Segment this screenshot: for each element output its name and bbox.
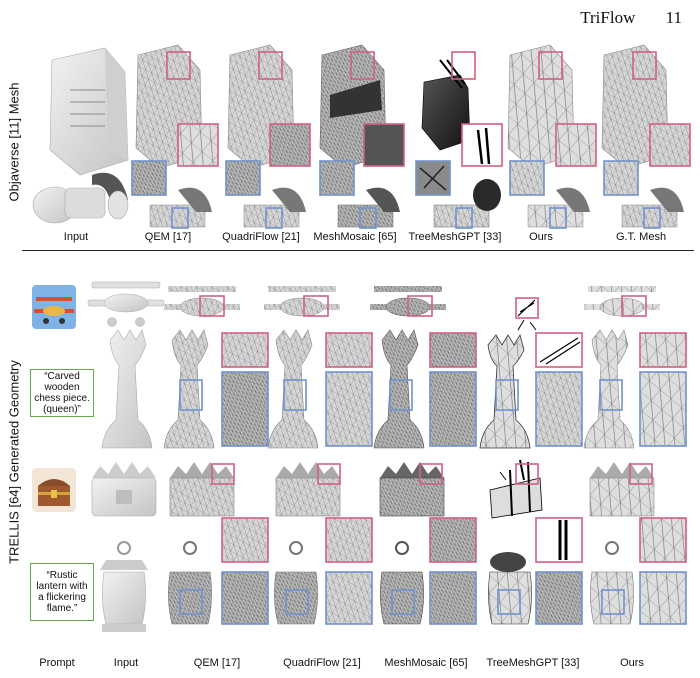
device-qem	[131, 160, 212, 229]
lantern-qem	[168, 541, 212, 625]
building-ours	[507, 44, 597, 169]
input-device-render	[32, 172, 129, 224]
input-biplane-render	[87, 281, 165, 327]
zoom-inset-biplane-ours	[639, 332, 687, 368]
page-header: TriFlow 11	[580, 8, 682, 28]
bottom-col-label-qem: QEM [17]	[193, 657, 241, 669]
building-treemeshgpt	[421, 51, 503, 167]
zoom-inset-biplane-qem	[221, 332, 269, 368]
top-col-label-treemeshgpt: TreeMeshGPT [33]	[408, 231, 502, 243]
lantern-meshmosaic	[380, 541, 424, 625]
building-quadriflow	[227, 44, 311, 169]
building-gt-mesh	[601, 44, 691, 169]
chest-qem	[169, 462, 235, 517]
bottom-col-label-prompt: Prompt	[39, 657, 75, 669]
biplane-thumbnail-icon	[32, 285, 76, 329]
lantern-quadriflow	[274, 541, 318, 625]
zoom-inset-lantern-qem	[221, 571, 269, 625]
lantern-treemeshgpt	[488, 552, 532, 625]
running-title: TriFlow	[580, 8, 636, 27]
zoom-inset-chest-meshmosaic	[429, 517, 477, 563]
device-treemeshgpt	[415, 160, 501, 229]
zoom-inset-chest-quadriflow	[325, 517, 373, 563]
device-ours	[509, 160, 590, 229]
zoom-inset-lantern-treemeshgpt	[535, 571, 583, 625]
chest-quadriflow	[275, 462, 341, 517]
zoom-inset-queen-treemeshgpt	[535, 371, 583, 447]
queen-quadriflow	[267, 329, 319, 449]
building-qem	[135, 44, 219, 169]
biplane-treemeshgpt	[515, 297, 539, 331]
zoom-inset-queen-ours	[639, 371, 687, 447]
zoom-inset-lantern-ours	[639, 571, 687, 625]
bottom-col-label-ours: Ours	[620, 657, 644, 669]
zoom-inset-queen-quadriflow	[325, 371, 373, 447]
top-col-label-qem: QEM [17]	[144, 231, 192, 243]
lantern-ours	[590, 541, 634, 625]
input-queen-render	[101, 329, 153, 449]
top-col-label-ours: Ours	[529, 231, 553, 243]
chest-meshmosaic	[379, 462, 445, 517]
bottom-col-label-meshmosaic: MeshMosaic [65]	[384, 657, 468, 669]
biplane-quadriflow	[264, 286, 340, 317]
input-lantern-render	[100, 541, 148, 632]
top-col-label-gt-mesh: G.T. Mesh	[615, 231, 667, 243]
top-col-label-quadriflow: QuadriFlow [21]	[222, 231, 300, 243]
device-gt-mesh	[603, 160, 684, 229]
bottom-col-label-input: Input	[113, 657, 139, 669]
input-building-render	[49, 47, 129, 176]
top-col-label-meshmosaic: MeshMosaic [65]	[313, 231, 397, 243]
building-meshmosaic	[319, 44, 405, 169]
input-chest-render	[91, 462, 157, 517]
zoom-inset-biplane-meshmosaic	[429, 332, 477, 368]
zoom-inset-lantern-quadriflow	[325, 571, 373, 625]
queen-qem	[163, 329, 215, 449]
zoom-inset-chest-ours	[639, 517, 687, 563]
queen-ours	[583, 329, 635, 449]
queen-meshmosaic	[373, 329, 425, 449]
biplane-qem	[164, 286, 240, 317]
section-divider	[22, 250, 694, 251]
zoom-inset-queen-meshmosaic	[429, 371, 477, 447]
treasure-chest-thumbnail-icon	[32, 468, 76, 512]
device-meshmosaic	[319, 160, 400, 229]
prompt-text-queen: “Carved wooden chess piece. (queen)”	[30, 369, 94, 417]
zoom-inset-biplane-quadriflow	[325, 332, 373, 368]
page-number: 11	[665, 8, 682, 27]
bottom-col-label-treemeshgpt: TreeMeshGPT [33]	[486, 657, 580, 669]
zoom-inset-queen-qem	[221, 371, 269, 447]
bottom-col-label-quadriflow: QuadriFlow [21]	[283, 657, 361, 669]
biplane-ours	[584, 286, 660, 317]
top-col-label-input: Input	[63, 231, 89, 243]
chest-ours	[589, 462, 655, 517]
biplane-meshmosaic	[370, 286, 446, 317]
zoom-inset-lantern-meshmosaic	[429, 571, 477, 625]
prompt-text-lantern: “Rustic lantern with a flickering flame.…	[30, 563, 94, 621]
chest-treemeshgpt	[489, 459, 543, 519]
device-quadriflow	[225, 160, 306, 229]
queen-treemeshgpt	[479, 333, 531, 449]
zoom-inset-chest-qem	[221, 517, 269, 563]
